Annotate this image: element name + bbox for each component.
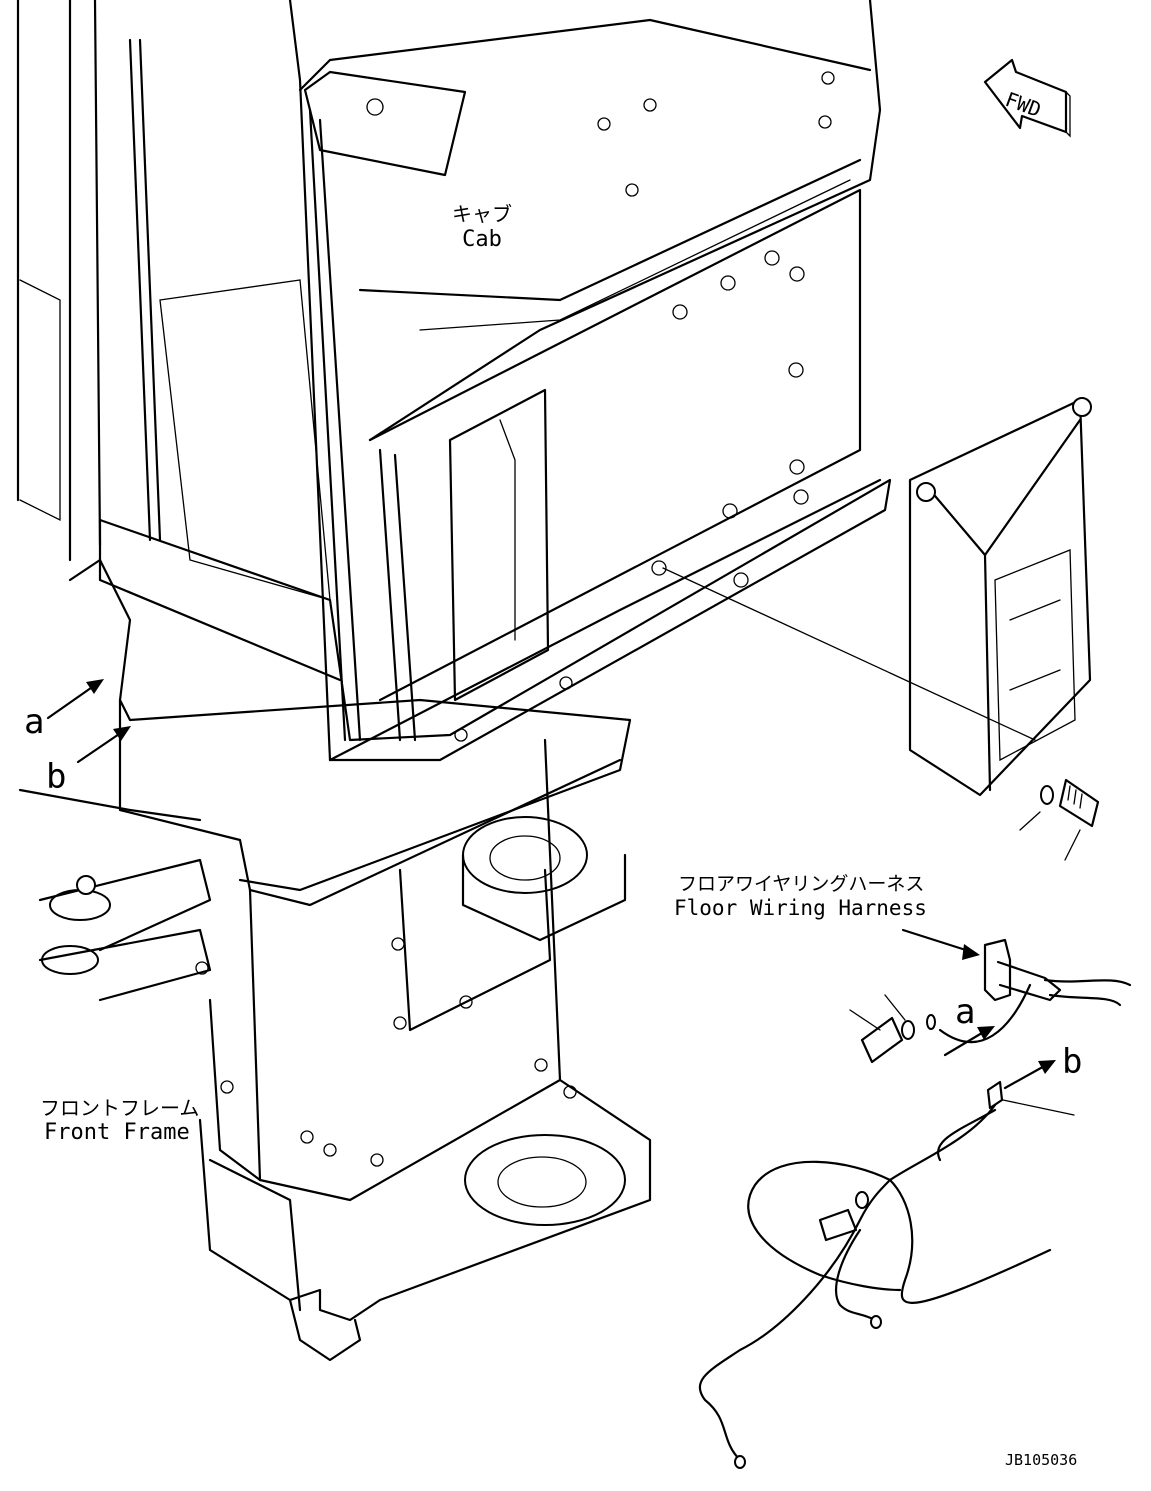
fwd-arrow-icon [983,58,1071,138]
callout-b-left: b [46,757,67,797]
callout-a-harness: a [955,992,976,1032]
cab-body [16,0,892,762]
callout-arrow-b-left [76,726,131,764]
callout-a-left: a [24,702,45,742]
cab-label-en: Cab [462,227,502,252]
callout-arrow-a-left [46,679,104,720]
floor-wiring-harness [698,928,1132,1469]
harness-label-en: Floor Wiring Harness [674,896,927,920]
bolt-washer-upper [1019,778,1100,861]
harness-label-jp: フロアワイヤリングハーネス [678,873,925,895]
bolt-leader-line [662,567,1036,741]
front-frame [18,558,652,1362]
callout-b-harness: b [1062,1042,1083,1082]
controller-box [908,397,1092,797]
drawing-code: JB105036 [1005,1451,1078,1469]
front-frame-label-jp: フロントフレーム [40,1096,200,1120]
cab-label-jp: キャブ [452,202,512,226]
front-frame-label-en: Front Frame [44,1120,190,1145]
